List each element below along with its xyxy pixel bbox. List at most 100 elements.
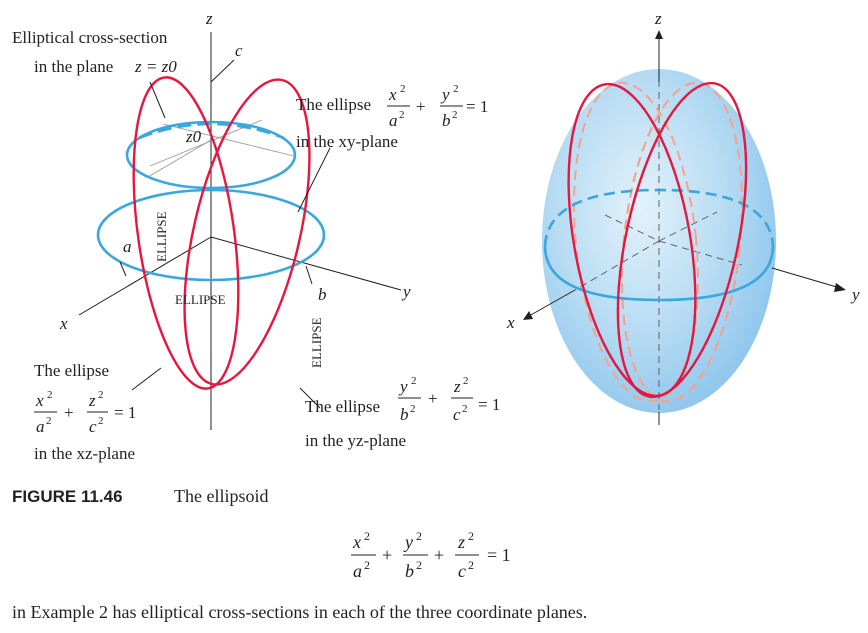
left-ellipsoid-figure [78,32,402,430]
svg-text:z: z [457,532,465,552]
svg-text:b: b [405,561,414,581]
right-ellipsoid-figure [523,30,846,425]
svg-text:2: 2 [364,529,370,543]
svg-text:= 1: = 1 [487,545,511,565]
svg-text:c: c [89,417,97,436]
svg-text:2: 2 [399,109,405,121]
z-arrow [655,30,663,39]
yz-plane-ellipse [183,78,311,386]
z0-plane-guide-x [147,139,212,178]
right-z-axis-label: z [654,9,662,28]
left-x-axis-label: x [59,314,68,333]
cross-section-line1: Elliptical cross-section [12,28,168,47]
caption-body: in Example 2 has elliptical cross-sectio… [12,602,587,622]
right-x-axis-label: x [506,313,515,332]
label-c: c [235,41,243,60]
cross-section-ellipse-z0 [125,120,297,190]
equator-back [543,188,775,247]
x-axis-outer [528,289,576,317]
ellipse-tag-yz: ELLIPSE [309,317,324,368]
svg-text:2: 2 [462,403,468,415]
svg-text:a: a [353,561,362,581]
xy-leader [297,147,331,213]
svg-text:2: 2 [468,558,474,572]
svg-text:2: 2 [463,375,469,387]
svg-text:2: 2 [468,529,474,543]
svg-text:x: x [35,391,44,410]
xz-callout-lead: The ellipse [34,361,109,380]
svg-text:= 1: = 1 [114,403,136,422]
svg-text:2: 2 [411,375,417,387]
svg-text:+: + [428,389,438,408]
xz-leader [131,367,162,391]
cross-section-line2-prefix: in the plane [34,57,113,76]
yz-callout-lead: The ellipse [305,397,380,416]
xy-callout-tail: in the xy-plane [296,132,398,151]
svg-text:c: c [458,561,466,581]
svg-text:+: + [434,545,444,565]
svg-text:+: + [416,97,426,116]
y-arrow [834,283,846,292]
equator-front [543,245,775,302]
left-z-axis-label: z [205,9,213,28]
svg-text:c: c [453,405,461,424]
xz-plane-ellipse [132,76,240,390]
x-arrow [523,311,533,320]
svg-text:2: 2 [453,83,459,95]
svg-text:2: 2 [452,109,458,121]
svg-text:2: 2 [46,415,52,427]
b-tick [305,265,313,285]
svg-text:= 1: = 1 [466,97,488,116]
svg-text:2: 2 [416,558,422,572]
svg-text:a: a [36,417,45,436]
right-y-axis-label: y [850,285,860,304]
cross-section-line2-eq: z = z0 [134,57,177,76]
svg-text:2: 2 [400,83,406,95]
svg-text:b: b [442,111,451,130]
z0-plane-guide-y [162,123,295,157]
cross-section-ellipse-z0-back [138,122,285,140]
cross-section-leader [149,81,166,119]
hidden-diag-1 [604,214,660,242]
yz-callout-tail: in the yz-plane [305,431,406,450]
figure-caption-text: The ellipsoid [174,486,268,506]
label-b: b [318,285,327,304]
svg-text:y: y [403,532,413,552]
svg-text:+: + [64,403,74,422]
y-axis-outer [771,267,841,289]
svg-text:y: y [398,377,408,396]
svg-text:2: 2 [98,389,104,401]
svg-text:2: 2 [47,389,53,401]
back-meridian [620,81,744,403]
c-pointer [210,59,235,83]
svg-text:b: b [400,405,409,424]
svg-text:a: a [389,111,398,130]
xy-callout-lead: The ellipse [296,95,371,114]
a-tick [119,261,127,277]
xz-callout-tail: in the xz-plane [34,444,135,463]
back-meridian-2 [573,81,699,403]
svg-text:2: 2 [364,558,370,572]
label-a: a [123,237,132,256]
y-axis [210,236,402,291]
svg-text:z: z [453,377,461,396]
label-z0: z0 [185,127,202,146]
front-meridian-yz [616,81,748,399]
hidden-y-axis [658,240,743,266]
svg-text:x: x [352,532,361,552]
figure-label: FIGURE 11.46 [12,487,123,506]
svg-text:2: 2 [416,529,422,543]
svg-text:+: + [382,545,392,565]
svg-text:2: 2 [98,415,104,427]
svg-text:y: y [440,85,450,104]
svg-text:z: z [88,391,96,410]
hidden-x-axis [574,240,660,291]
front-meridian-xz [567,82,697,398]
svg-text:= 1: = 1 [478,395,500,414]
left-y-axis-label: y [401,282,411,301]
yz-leader [299,387,321,409]
